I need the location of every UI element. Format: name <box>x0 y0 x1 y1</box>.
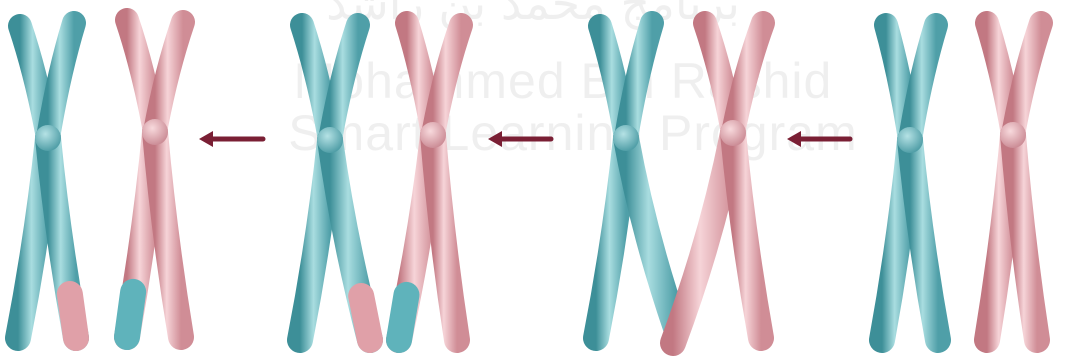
stage-1-teal-chromosome-exchanged-segment <box>70 294 76 338</box>
stage-1-teal-chromosome-centromere <box>35 125 61 151</box>
stage-4-teal-chromosome <box>882 25 938 340</box>
stage-1-pink-chromosome-centromere <box>142 119 168 145</box>
stage-2-teal-chromosome-upper-right-arm <box>330 25 358 140</box>
stage-3-teal-chromosome-lower-right-arm <box>626 138 676 328</box>
stage-3-teal-chromosome-upper-right-arm <box>626 23 652 138</box>
stage-1-pink-chromosome <box>127 20 183 337</box>
stage-2-pink-chromosome-upper-right-arm <box>433 25 461 135</box>
arrow-3 <box>787 131 850 147</box>
stage-4-pink-chromosome-upper-right-arm <box>1013 23 1041 135</box>
stage-4-pink-chromosome-lower-right-arm <box>1013 135 1037 340</box>
stage-4-teal-chromosome-centromere <box>897 127 923 153</box>
stage-3-crossing-over <box>596 23 763 343</box>
stage-1-teal-chromosome-upper-right-arm <box>48 23 74 138</box>
stage-4-pink-chromosome <box>987 23 1041 340</box>
stage-3-teal-chromosome-centromere <box>613 125 639 151</box>
stage-4-pink-chromosome-centromere <box>1000 122 1026 148</box>
arrow-2 <box>488 131 551 147</box>
stage-3-teal-chromosome <box>596 23 676 338</box>
stage-2-teal-chromosome <box>300 25 370 340</box>
chromosomes-layer <box>18 20 1041 343</box>
stage-2-exchange <box>300 23 461 340</box>
arrow-2-head <box>488 131 502 147</box>
stage-4-teal-chromosome-upper-right-arm <box>910 25 936 140</box>
stage-2-pink-chromosome-lower-right-arm <box>433 135 457 340</box>
arrow-3-head <box>787 131 801 147</box>
stage-3-pink-chromosome-lower-right-arm <box>733 133 761 338</box>
stage-1-teal-chromosome <box>18 23 76 338</box>
stage-2-pink-chromosome-exchanged-segment <box>399 295 406 340</box>
arrow-1-head <box>199 131 213 147</box>
arrows-layer <box>199 131 850 147</box>
stage-1-pink-chromosome-lower-right-arm <box>155 132 181 337</box>
stage-1-pink-chromosome-exchanged-segment <box>127 292 133 337</box>
stage-3-pink-chromosome-centromere <box>720 120 746 146</box>
stage-2-teal-chromosome-centromere <box>317 127 343 153</box>
arrow-1 <box>199 131 263 147</box>
stage-1-pink-chromosome-upper-right-arm <box>155 22 183 132</box>
stage-2-pink-chromosome <box>399 23 461 340</box>
stage-4-homologous-pair <box>882 23 1041 340</box>
stage-3-pink-chromosome-upper-right-arm <box>733 23 763 133</box>
stage-3-pink-chromosome <box>673 23 763 343</box>
stage-1-crossover-complete <box>18 20 183 338</box>
stage-2-teal-chromosome-exchanged-segment <box>361 296 370 340</box>
stage-4-teal-chromosome-lower-right-arm <box>910 140 938 340</box>
stage-2-pink-chromosome-centromere <box>420 122 446 148</box>
